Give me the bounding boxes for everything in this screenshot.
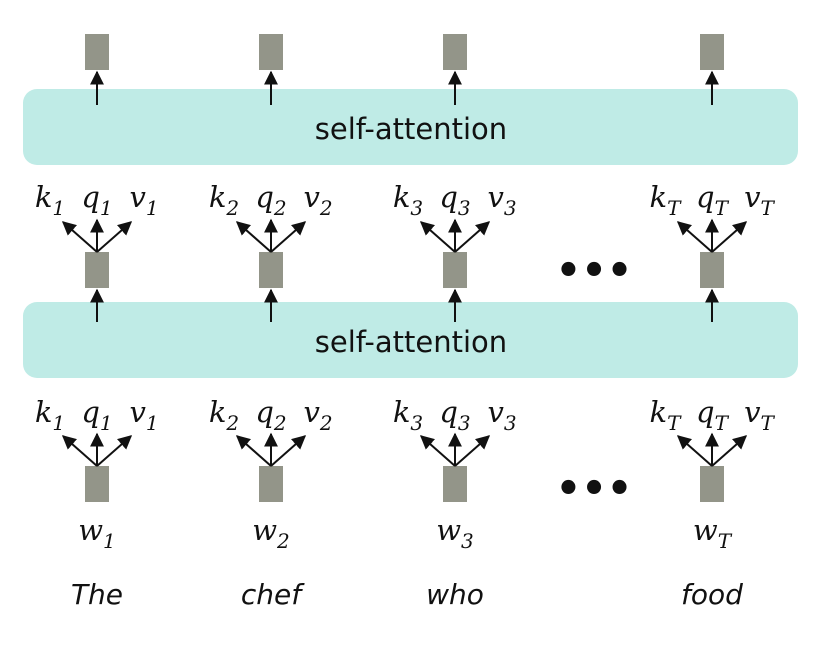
key-arrow-upper-1 xyxy=(61,221,98,253)
query-label-lower-4: qT xyxy=(696,395,730,435)
output-vector-4 xyxy=(700,34,724,70)
hidden-vector-3 xyxy=(443,252,467,288)
embedding-vector-4 xyxy=(700,466,724,502)
embedding-vector-1 xyxy=(85,466,109,502)
value-label-upper-1: v1 xyxy=(129,180,158,220)
key-label-lower-1: k1 xyxy=(35,395,65,435)
query-label-upper-1: q1 xyxy=(81,180,112,220)
key-label-lower-2: k2 xyxy=(209,395,239,435)
value-arrow-lower-1 xyxy=(96,435,133,467)
key-arrow-upper-4 xyxy=(676,221,713,253)
query-label-upper-2: q2 xyxy=(255,180,286,220)
output-vector-1 xyxy=(85,34,109,70)
word-embedding-label-4: wT xyxy=(693,513,733,553)
query-label-lower-1: q1 xyxy=(81,395,112,435)
word-token-2: chef xyxy=(241,578,305,611)
key-arrow-lower-4 xyxy=(676,435,713,467)
hidden-vector-4 xyxy=(700,252,724,288)
word-token-4: food xyxy=(681,578,743,611)
self-attention-band-bottom xyxy=(23,302,798,378)
ellipsis-upper: ••• xyxy=(556,248,633,294)
value-label-lower-2: v2 xyxy=(303,395,332,435)
value-label-lower-3: v3 xyxy=(487,395,516,435)
hidden-vector-2 xyxy=(259,252,283,288)
key-label-upper-1: k1 xyxy=(35,180,65,220)
word-token-1: The xyxy=(71,578,123,611)
value-label-upper-4: vT xyxy=(744,180,775,220)
value-label-upper-3: v3 xyxy=(487,180,516,220)
query-label-lower-3: q3 xyxy=(439,395,470,435)
value-arrow-upper-4 xyxy=(711,221,748,253)
value-arrow-upper-3 xyxy=(454,221,491,253)
value-arrow-lower-2 xyxy=(270,435,307,467)
value-arrow-lower-4 xyxy=(711,435,748,467)
query-label-lower-2: q2 xyxy=(255,395,286,435)
value-label-lower-1: v1 xyxy=(129,395,158,435)
query-label-upper-4: qT xyxy=(696,180,730,220)
value-label-upper-2: v2 xyxy=(303,180,332,220)
key-arrow-upper-3 xyxy=(419,221,456,253)
output-vector-3 xyxy=(443,34,467,70)
embedding-vector-3 xyxy=(443,466,467,502)
key-arrow-upper-2 xyxy=(235,221,272,253)
query-label-upper-3: q3 xyxy=(439,180,470,220)
value-arrow-upper-2 xyxy=(270,221,307,253)
value-arrow-lower-3 xyxy=(454,435,491,467)
key-label-lower-4: kT xyxy=(650,395,683,435)
key-label-upper-2: k2 xyxy=(209,180,239,220)
self-attention-label-bottom: self-attention xyxy=(315,325,507,359)
word-embedding-label-3: w3 xyxy=(436,513,474,553)
value-arrow-upper-1 xyxy=(96,221,133,253)
self-attention-label-top: self-attention xyxy=(315,112,507,146)
value-label-lower-4: vT xyxy=(744,395,775,435)
key-arrow-lower-2 xyxy=(235,435,272,467)
key-label-lower-3: k3 xyxy=(393,395,423,435)
output-vector-2 xyxy=(259,34,283,70)
ellipsis-lower: ••• xyxy=(556,466,633,512)
embedding-vector-2 xyxy=(259,466,283,502)
key-label-upper-4: kT xyxy=(650,180,683,220)
word-embedding-label-2: w2 xyxy=(252,513,290,553)
key-label-upper-3: k3 xyxy=(393,180,423,220)
key-arrow-lower-1 xyxy=(61,435,98,467)
word-token-3: who xyxy=(426,578,484,611)
key-arrow-lower-3 xyxy=(419,435,456,467)
hidden-vector-1 xyxy=(85,252,109,288)
self-attention-band-top xyxy=(23,89,798,165)
word-embedding-label-1: w1 xyxy=(78,513,116,553)
